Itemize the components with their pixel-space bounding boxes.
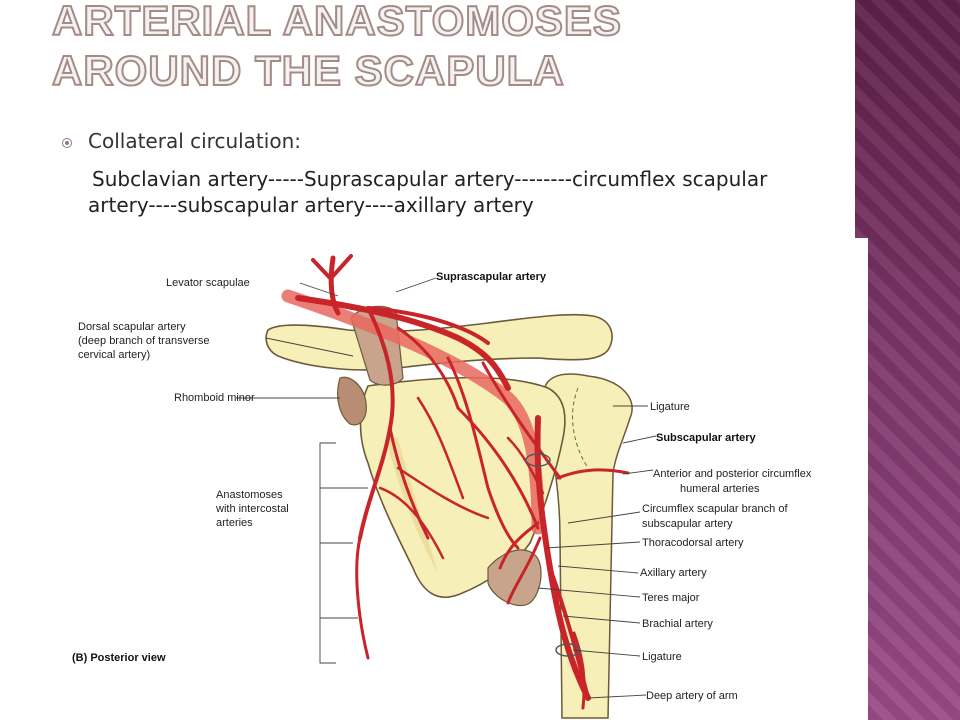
label-ligature-bottom: Ligature	[642, 651, 682, 663]
scapula-arteries-diagram: Levator scapulae Suprascapular artery Do…	[72, 254, 812, 719]
label-teres-major: Teres major	[642, 592, 700, 604]
humeral-head-outline	[572, 387, 589, 469]
label-thoracodorsal-artery: Thoracodorsal artery	[642, 537, 744, 549]
anastomoses-bracket	[319, 442, 368, 664]
label-ligature-top: Ligature	[650, 401, 690, 413]
label-circumflex-scapular-2: subscapular artery	[642, 518, 733, 530]
label-dorsal-scapular-2: (deep branch of transverse	[78, 335, 209, 347]
label-posterior-view: (B) Posterior view	[72, 652, 166, 664]
label-dorsal-scapular-1: Dorsal scapular artery	[78, 321, 186, 333]
rhomboid-minor-muscle	[337, 376, 367, 426]
label-anastomoses-1: Anastomoses	[216, 489, 283, 501]
ligature-knot-top	[525, 453, 551, 467]
label-anastomoses-2: with intercostal	[215, 503, 289, 515]
artery-network	[295, 254, 630, 710]
label-anastomoses-3: arteries	[216, 517, 253, 529]
diagram-figure: Levator scapulae Suprascapular artery Do…	[68, 238, 868, 720]
label-subscapular-artery: Subscapular artery	[656, 432, 757, 444]
label-leader-lines	[236, 277, 657, 699]
label-levator-scapulae: Levator scapulae	[166, 277, 250, 289]
slide-title: Arterial anastomoses around the scapula	[51, 0, 622, 95]
bullet-text: Collateral circulation:	[88, 129, 301, 153]
collateral-pathway-text: Subclavian artery-----Suprascapular arte…	[88, 167, 768, 217]
label-axillary-artery: Axillary artery	[640, 567, 707, 579]
label-circumflex-scapular-1: Circumflex scapular branch of	[642, 503, 788, 515]
ligature-knot-bottom	[555, 643, 581, 657]
label-dorsal-scapular-3: cervical artery)	[78, 349, 150, 361]
label-brachial-artery: Brachial artery	[642, 618, 713, 630]
label-deep-artery-of-arm: Deep artery of arm	[646, 690, 738, 702]
label-circumflex-humeral-1: Anterior and posterior circumflex	[653, 468, 812, 480]
bullet-icon	[62, 138, 72, 148]
label-rhomboid-minor: Rhomboid minor	[174, 392, 255, 404]
label-circumflex-humeral-2: humeral arteries	[680, 483, 760, 495]
label-suprascapular-artery: Suprascapular artery	[436, 271, 547, 283]
decorative-side-panel	[855, 0, 960, 720]
